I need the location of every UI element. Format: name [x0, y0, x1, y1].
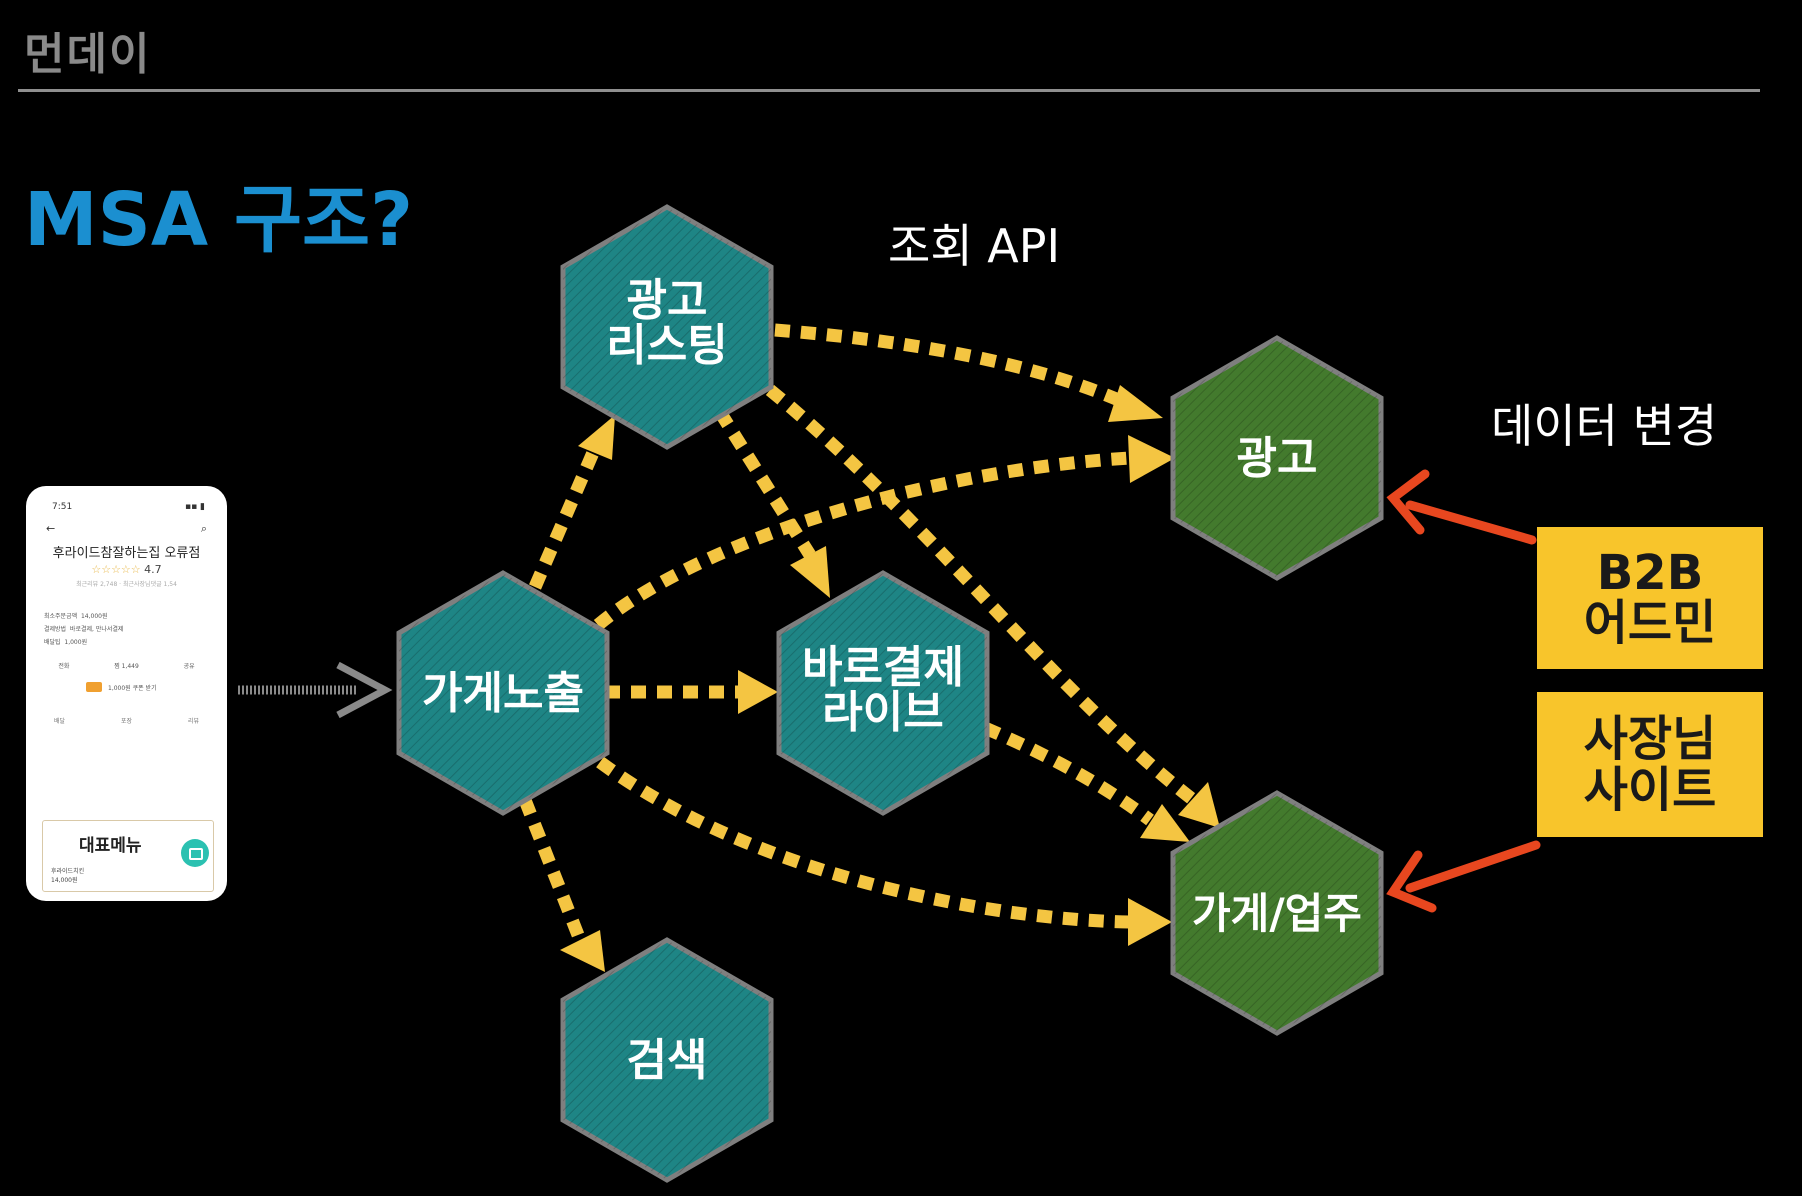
coupon-text: 1,000원 쿠폰 받기: [108, 684, 157, 692]
min-order-label: 최소주문금액: [44, 613, 78, 620]
phone-coupon: 1,000원 쿠폰 받기: [86, 682, 227, 692]
featured-menu-title: 대표메뉴: [79, 836, 142, 856]
owner-site-box: 사장님 사이트: [1537, 692, 1763, 837]
arrowhead-search: [560, 930, 605, 972]
arrowhead-baro-payment-from-listing: [790, 546, 830, 598]
phone-store-name: 후라이드참잘하는집 오류점: [52, 546, 201, 561]
hex-ad-listing-line1: 광고: [627, 275, 708, 326]
phone-nav-bar: ← ⌕: [26, 518, 227, 540]
hex-search-line1: 검색: [627, 1035, 708, 1086]
hex-store-owner: 가게/업주: [1170, 790, 1384, 1036]
star-rating-icon: ☆☆☆☆☆: [91, 563, 141, 576]
data-change-label: 데이터 변경: [1491, 399, 1718, 453]
share-button: 공유: [183, 663, 195, 670]
hex-search: 검색: [560, 937, 774, 1183]
back-arrow-icon: ←: [46, 522, 56, 535]
b2b-admin-box: B2B 어드민: [1537, 527, 1763, 669]
hex-ad-listing: 광고 리스팅: [560, 204, 774, 450]
arrow-store-exposure-to-search: [518, 797, 587, 943]
arrow-baro-payment-to-store-owner: [982, 722, 1154, 826]
search-icon: ⌕: [200, 522, 207, 535]
hex-ad-line1: 광고: [1237, 433, 1318, 484]
owner-site-to-store-owner-arrow: [1386, 840, 1541, 913]
query-api-label: 조회 API: [888, 219, 1061, 273]
arrowhead-ad-listing: [578, 415, 615, 460]
arrowhead-store-owner-from-listing: [1178, 782, 1220, 828]
owner-site-line1: 사장님: [1583, 711, 1717, 768]
hex-ad: 광고: [1170, 335, 1384, 581]
min-order-value: 14,000원: [80, 613, 108, 620]
phone-tab-review: 리뷰: [187, 718, 200, 725]
hex-store-owner-line1: 가게/업주: [1192, 889, 1362, 938]
phone-store-info: 최소주문금액 14,000원 결제방법 바로결제, 만나서결제 배달팁 1,00…: [44, 610, 227, 649]
hex-store-exposure: 가게노출: [396, 570, 610, 816]
delivery-fee-value: 1,000원: [64, 639, 88, 646]
brand-logo: 먼데이: [24, 29, 152, 80]
phone-mockup: 7:51 ▪▪ ▮ ← ⌕ 후라이드참잘하는집 오류점 ☆☆☆☆☆ 4.7 최근…: [26, 486, 227, 901]
phone-rating: ☆☆☆☆☆ 4.7: [26, 563, 227, 576]
arrow-ad-listing-to-store-owner: [765, 384, 1204, 811]
call-button: 전화: [58, 663, 70, 670]
phone-tabs: 배달 포장 리뷰: [26, 716, 227, 725]
arrow-store-exposure-to-store-owner: [596, 756, 1131, 929]
arrow-ad-listing-to-ad: [774, 323, 1133, 411]
b2b-admin-line2: 어드민: [1583, 595, 1717, 651]
menu-item-price: 14,000원: [51, 877, 78, 884]
arrow-store-exposure-to-ad: [593, 451, 1131, 630]
arrowhead-baro-payment-from-exposure: [738, 670, 778, 714]
phone-actions: 전화 찜 1,449 공유: [26, 661, 227, 670]
arrowhead-store-owner-from-exposure: [1128, 898, 1172, 946]
phone-featured-menu: 대표메뉴 후라이드치킨 14,000원: [42, 820, 214, 892]
phone-status-bar: 7:51 ▪▪ ▮: [26, 486, 227, 518]
delivery-fee-label: 배달팁: [44, 639, 61, 646]
phone-tab-pickup: 포장: [120, 718, 133, 725]
header-divider: [18, 89, 1760, 92]
menu-item-name: 후라이드치킨: [51, 868, 85, 875]
cart-icon: [181, 839, 209, 867]
payment-label: 결제방법: [44, 626, 67, 633]
payment-value: 바로결제, 만나서결제: [69, 626, 124, 633]
hex-store-exposure-line1: 가게노출: [422, 668, 584, 719]
owner-site-line2: 사이트: [1583, 761, 1717, 818]
phone-tab-delivery: 배달: [53, 718, 66, 725]
slide-title: MSA 구조?: [24, 177, 414, 263]
b2b-admin-line1: B2B: [1596, 544, 1704, 601]
arrowhead-ad-from-listing: [1108, 385, 1163, 422]
b2b-to-ad-arrow: [1386, 469, 1537, 545]
like-button: 찜 1,449: [114, 663, 139, 670]
hex-baro-payment-live-line2: 라이브: [822, 687, 943, 738]
featured-menu-item: 후라이드치킨 14,000원: [51, 867, 84, 885]
coupon-icon: [86, 682, 102, 692]
phone-status-icons: ▪▪ ▮: [184, 502, 205, 512]
arrowhead-store-owner-from-baro: [1140, 804, 1190, 842]
hex-ad-listing-line2: 리스팅: [606, 320, 727, 371]
arrowhead-ad-from-exposure: [1128, 435, 1175, 483]
phone-time: 7:51: [52, 502, 73, 512]
phone-rating-value: 4.7: [144, 563, 162, 576]
phone-to-exposure-arrow: [238, 661, 393, 719]
phone-review-info: 최근리뷰 2,748 · 최근사장님댓글 1,54: [76, 581, 177, 588]
hex-baro-payment-live: 바로결제 라이브: [776, 570, 990, 816]
hex-baro-payment-live-line1: 바로결제: [802, 642, 964, 693]
arrow-store-exposure-to-ad-listing: [529, 445, 601, 590]
